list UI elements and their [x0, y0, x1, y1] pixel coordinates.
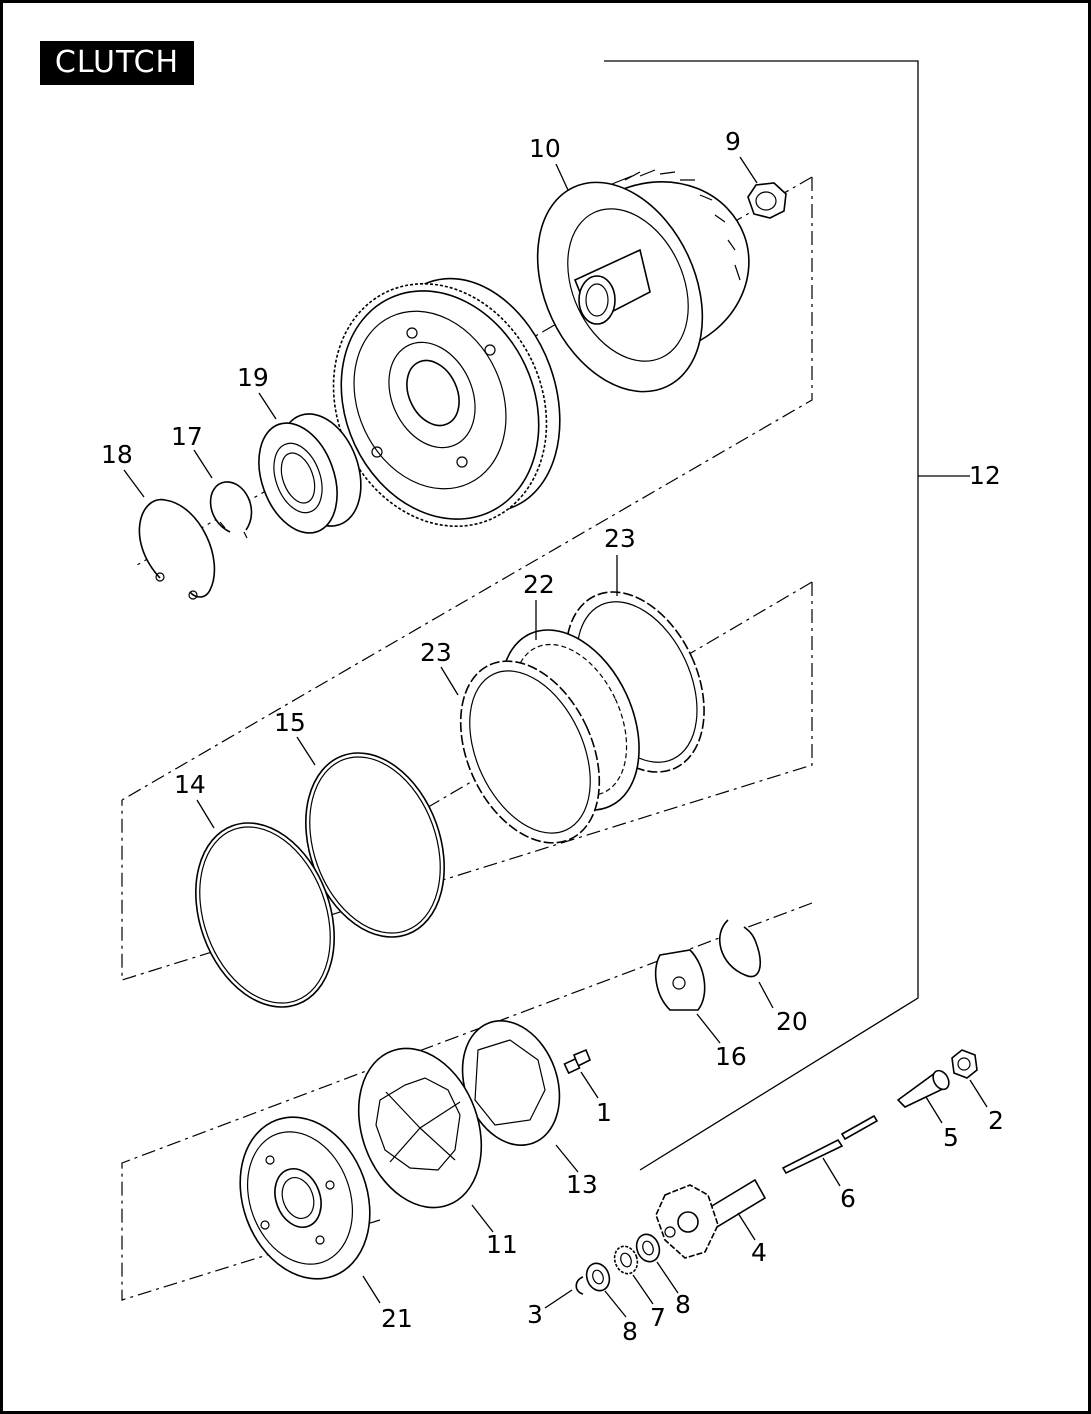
part-17-snap-ring — [209, 481, 253, 539]
callout-21: 21 — [381, 1304, 413, 1333]
diagram-title: CLUTCH — [40, 41, 194, 85]
part-8-washer-front — [585, 1262, 611, 1292]
callout-5: 5 — [943, 1123, 959, 1152]
callout-1: 1 — [596, 1098, 612, 1127]
callout-6: 6 — [840, 1184, 856, 1213]
callout-15: 15 — [274, 708, 306, 737]
part-4-ramp-coupling — [655, 1178, 767, 1259]
part-14-o-ring — [195, 822, 335, 1008]
part-20-retaining-ring — [718, 919, 761, 978]
callout-7: 7 — [650, 1303, 666, 1332]
axis-middle — [209, 581, 813, 936]
part-11-diaphragm-spring — [357, 1047, 483, 1209]
callout-17: 17 — [171, 422, 203, 451]
callout-23-rear: 23 — [604, 524, 636, 553]
callout-23-front: 23 — [420, 638, 452, 667]
part-8-washer-rear — [635, 1233, 661, 1263]
part-6-pushrod — [781, 1114, 879, 1175]
callout-19: 19 — [237, 363, 269, 392]
part-9-nut — [747, 182, 787, 219]
group-outline-bottom — [121, 902, 813, 1301]
callout-14: 14 — [174, 770, 206, 799]
callout-10: 10 — [529, 134, 561, 163]
part-21-pressure-plate — [239, 1116, 371, 1280]
leader-lines — [123, 156, 988, 1318]
callout-3: 3 — [527, 1300, 543, 1329]
bracket-12 — [604, 60, 919, 1171]
part-3-retaining-ring — [575, 1276, 584, 1295]
callout-2: 2 — [988, 1106, 1004, 1135]
part-19-bearing — [258, 413, 362, 534]
part-7-thrust-bearing — [613, 1245, 639, 1275]
callout-22: 22 — [523, 570, 555, 599]
part-5-adjusting-screw — [896, 1069, 950, 1108]
part-10-clutch-hub — [536, 169, 750, 393]
part-23-friction-plate-front — [459, 660, 601, 844]
group-outline-top — [121, 177, 813, 801]
callout-12: 12 — [969, 461, 1001, 490]
callout-8-front: 8 — [622, 1317, 638, 1346]
callout-18: 18 — [101, 440, 133, 469]
part-2-locknut — [951, 1049, 978, 1079]
callout-11: 11 — [486, 1230, 518, 1259]
group-outline-middle — [121, 582, 813, 981]
callout-9: 9 — [725, 127, 741, 156]
part-1-screw — [563, 1048, 592, 1075]
callout-20: 20 — [776, 1007, 808, 1036]
part-16-adjuster-plate — [654, 949, 706, 1011]
callout-16: 16 — [715, 1042, 747, 1071]
callout-4: 4 — [751, 1238, 767, 1267]
callout-13: 13 — [566, 1170, 598, 1199]
part-18-retaining-ring — [138, 498, 216, 600]
callout-8-rear: 8 — [675, 1290, 691, 1319]
part-clutch-shell — [332, 277, 561, 528]
